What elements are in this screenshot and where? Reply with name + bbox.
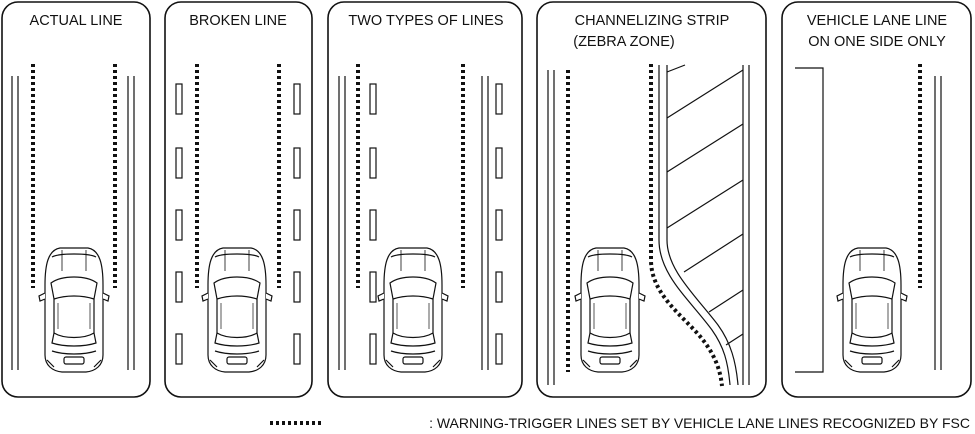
panel-title-line-1: CHANNELIZING STRIP (575, 13, 730, 29)
broken-lane-line-left (175, 83, 183, 365)
vehicle-icon (836, 247, 908, 373)
solid-lane-line-left (338, 76, 346, 370)
solid-lane-line-left (547, 70, 555, 385)
panel-title: TWO TYPES OF LINES (348, 13, 503, 29)
road-edge-bracket (795, 67, 824, 373)
panel-frame (536, 1, 767, 398)
vehicle-icon (377, 247, 449, 373)
solid-lane-line-right (127, 76, 135, 370)
warning-trigger-line-right (649, 64, 724, 387)
broken-lane-line-left (369, 83, 377, 365)
legend-text: : WARNING-TRIGGER LINES SET BY VEHICLE L… (429, 415, 970, 431)
legend: : WARNING-TRIGGER LINES SET BY VEHICLE L… (270, 415, 970, 431)
vehicle-icon (574, 247, 646, 373)
broken-lane-line-right (293, 83, 301, 365)
panel-title: ACTUAL LINE (30, 13, 123, 29)
panel-two-types-of-lines: TWO TYPES OF LINES (327, 1, 523, 398)
panel-title-line-2: ON ONE SIDE ONLY (808, 34, 946, 50)
zebra-zone (658, 64, 750, 386)
panel-frame (164, 1, 313, 398)
panel-one-side-only: VEHICLE LANE LINE ON ONE SIDE ONLY (781, 1, 972, 398)
panel-title-line-1: VEHICLE LANE LINE (807, 13, 948, 29)
panel-broken-line: BROKEN LINE (164, 1, 313, 398)
vehicle-icon (38, 247, 110, 373)
panel-title-line-2: (ZEBRA ZONE) (573, 34, 675, 50)
solid-lane-line-right (934, 76, 942, 370)
panel-frame (1, 1, 151, 398)
solid-lane-line-left (11, 76, 19, 370)
vehicle-icon (201, 247, 273, 373)
panel-channelizing-strip: CHANNELIZING STRIP (ZEBRA ZONE) (536, 1, 767, 398)
broken-lane-line-right (495, 83, 503, 365)
panel-title: BROKEN LINE (189, 13, 287, 29)
solid-lane-line-right (481, 76, 489, 370)
panel-actual-line: ACTUAL LINE (1, 1, 151, 398)
panel-frame (781, 1, 972, 398)
panel-frame (327, 1, 523, 398)
